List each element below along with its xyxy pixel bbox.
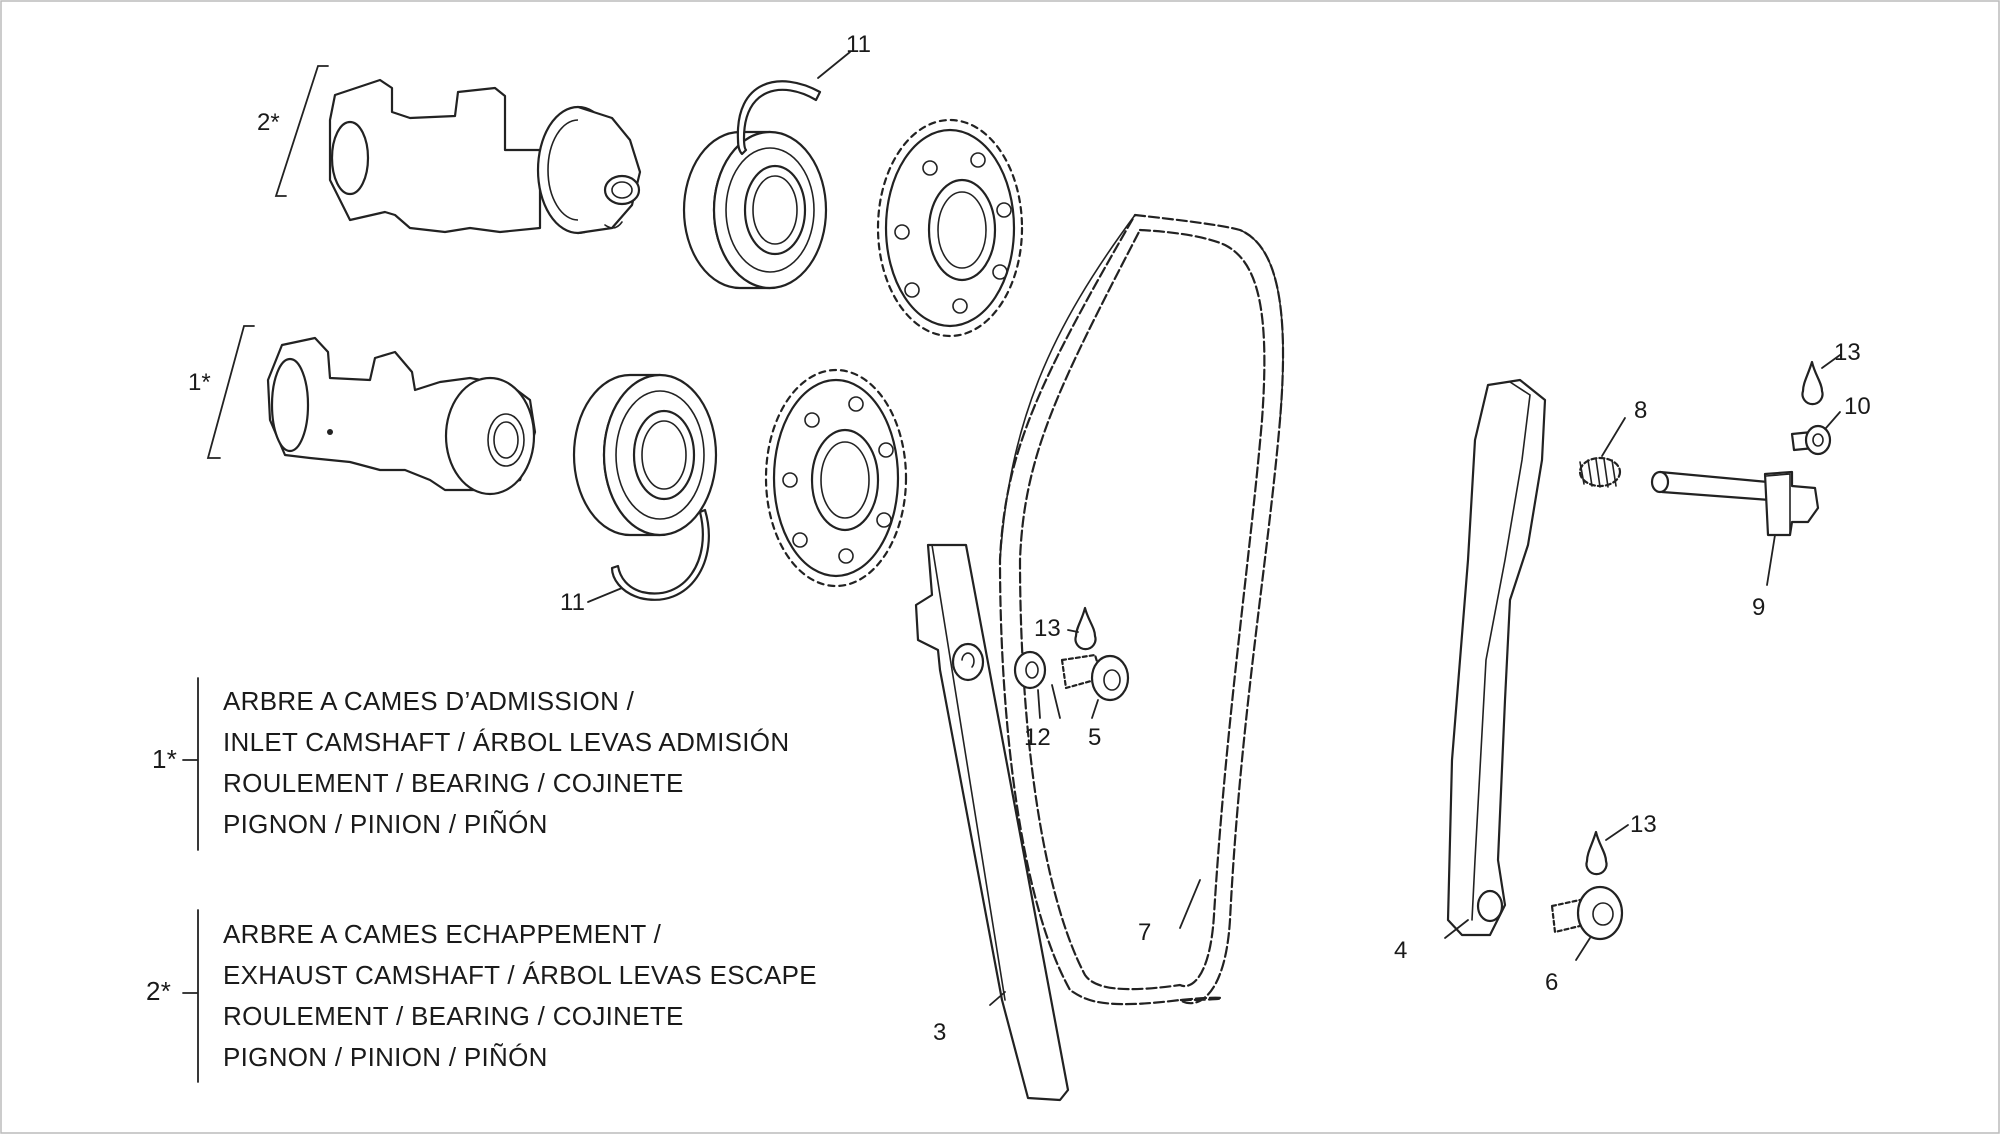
legend-ref-2: 2* xyxy=(146,976,171,1006)
exhaust-camshaft-icon xyxy=(328,78,642,235)
callout-13-pivot: 13 xyxy=(1630,811,1657,838)
bracket-exhaust-set xyxy=(274,65,329,197)
callout-11-lower: 11 xyxy=(560,589,585,616)
leader-lines xyxy=(587,51,1841,1006)
inlet-sprocket-icon xyxy=(764,368,908,588)
legend-2-line-4: PIGNON / PINION / PIÑÓN xyxy=(223,1042,548,1072)
callout-10: 10 xyxy=(1844,393,1871,420)
callout-13-tensioner: 13 xyxy=(1834,339,1861,366)
callout-6: 6 xyxy=(1545,969,1558,996)
tensioner-blade-icon xyxy=(1446,378,1547,937)
guide-bolt-icon xyxy=(1060,653,1130,702)
callout-7: 7 xyxy=(1138,919,1151,946)
pivot-bolt-icon xyxy=(1550,885,1624,941)
threadlock-drop-icon-3 xyxy=(1585,830,1608,876)
callout-3: 3 xyxy=(933,1019,946,1046)
callout-11-upper: 11 xyxy=(846,31,871,58)
bracket-inlet-set xyxy=(206,325,255,459)
legend-1-line-2: INLET CAMSHAFT / ÁRBOL LEVAS ADMISIÓN xyxy=(223,727,789,757)
fixed-chain-guide-icon xyxy=(914,543,1070,1102)
legend-ref-1: 1* xyxy=(152,744,177,774)
callout-5: 5 xyxy=(1088,724,1101,751)
timing-chain-icon xyxy=(998,213,1285,1006)
threadlock-drop-icon-2 xyxy=(1801,360,1824,406)
inlet-camshaft-icon xyxy=(266,336,537,496)
washer-icon xyxy=(1013,650,1047,690)
legend-group-exhaust: 2* ARBRE A CAMES ECHAPPEMENT / EXHAUST C… xyxy=(146,909,817,1083)
legend-2-line-1: ARBRE A CAMES ECHAPPEMENT / xyxy=(223,919,662,949)
tensioner-screw-icon xyxy=(1790,424,1832,456)
callout-1: 1* xyxy=(188,369,211,396)
callout-9: 9 xyxy=(1752,594,1765,621)
legend-group-inlet: 1* ARBRE A CAMES D’ADMISSION / INLET CAM… xyxy=(152,677,789,851)
legend-2-line-3: ROULEMENT / BEARING / COJINETE xyxy=(223,1001,684,1031)
callout-4: 4 xyxy=(1394,937,1407,964)
tensioner-plunger-icon xyxy=(1650,470,1820,537)
legend-1-line-3: ROULEMENT / BEARING / COJINETE xyxy=(223,768,684,798)
threadlock-drop-icon-1 xyxy=(1074,606,1097,651)
legend-2-line-2: EXHAUST CAMSHAFT / ÁRBOL LEVAS ESCAPE xyxy=(223,960,817,990)
circlip-icon-lower xyxy=(610,508,710,601)
legend-1-line-4: PIGNON / PINION / PIÑÓN xyxy=(223,809,548,839)
exhaust-sprocket-icon xyxy=(876,118,1024,338)
callout-2: 2* xyxy=(257,109,280,136)
exhaust-bearing-icon xyxy=(682,130,828,290)
legend-1-line-1: ARBRE A CAMES D’ADMISSION / xyxy=(223,686,635,716)
circlip-icon-upper xyxy=(736,80,822,156)
inlet-bearing-icon xyxy=(572,373,718,537)
tensioner-spring-icon xyxy=(1578,456,1622,488)
callout-12: 12 xyxy=(1024,724,1051,751)
callout-8: 8 xyxy=(1634,397,1647,424)
callout-13-guide: 13 xyxy=(1034,615,1061,642)
